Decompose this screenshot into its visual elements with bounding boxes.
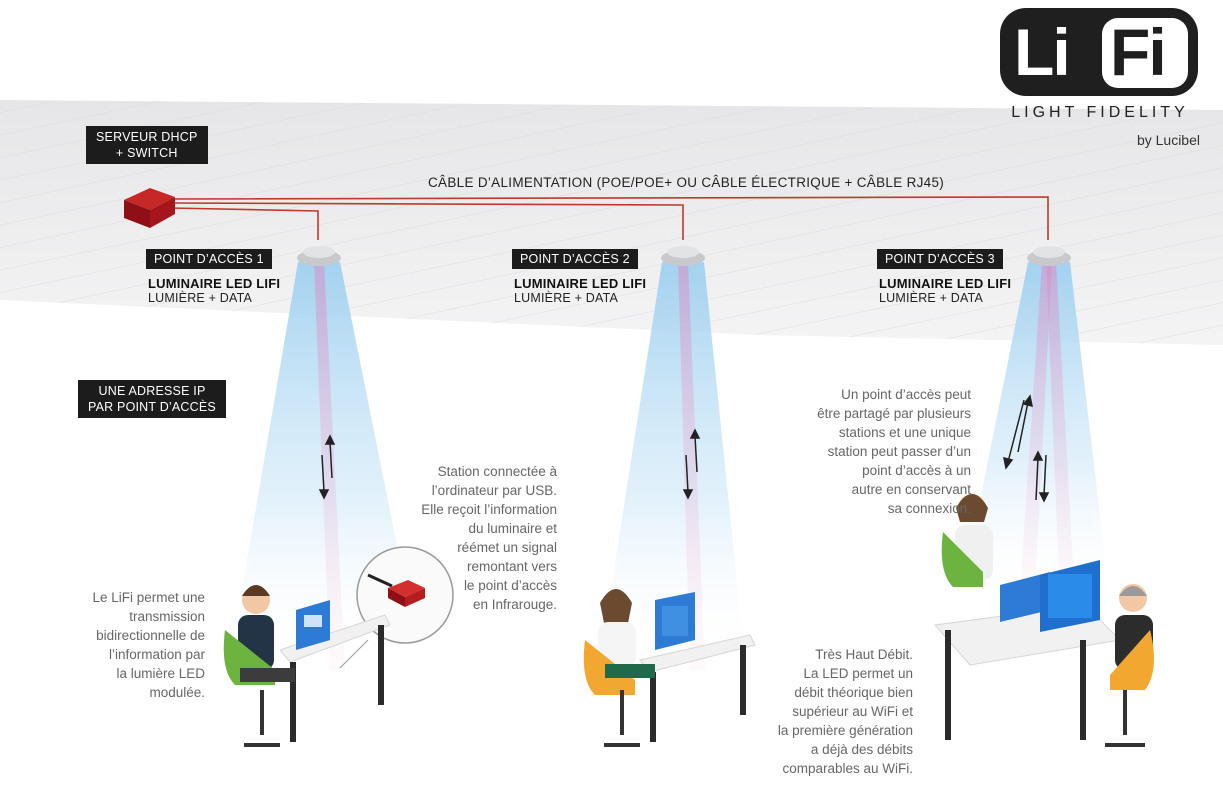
logo-fi-text: Fi [1110, 15, 1167, 89]
monitor-3a [1000, 572, 1050, 622]
note-line: a déjà des débits [810, 742, 913, 757]
note-line: Station connectée à [437, 464, 557, 479]
access-point-3-title: LUMINAIRE LED LIFI [879, 276, 1012, 291]
lifi-logo: Li Fi LIGHT FIDELITY by Lucibel [998, 8, 1208, 158]
note-shared-access-point: Un point d’accès peut être partagé par p… [817, 385, 971, 518]
note-line: être partagé par plusieurs [817, 406, 971, 421]
note-line: autre en conservant [851, 482, 971, 497]
note-line: remontant vers [466, 559, 557, 574]
note-line: station peut passer d’un [827, 444, 971, 459]
data-arrows [318, 394, 1050, 503]
logo-tagline: LIGHT FIDELITY [1011, 104, 1189, 121]
note-line: la lumière LED [116, 666, 205, 681]
note-line: débit théorique bien [794, 685, 913, 700]
cables [169, 196, 1049, 240]
note-high-speed: Très Haut Débit. La LED permet un débit … [778, 645, 913, 778]
luminaire-3-icon [1027, 246, 1071, 266]
server-switch-icon [124, 188, 175, 228]
note-line: l’ordinateur par USB. [431, 483, 557, 498]
light-beam-3 [960, 262, 1110, 600]
workstation-1 [223, 585, 391, 747]
access-point-2-label: POINT D’ACCÈS 2 [512, 249, 638, 269]
workstation-2 [583, 589, 756, 747]
note-line: supérieur au WiFi et [792, 704, 913, 719]
access-point-2-subtitle: LUMIÈRE + DATA [514, 291, 619, 305]
access-point-1-subtitle: LUMIÈRE + DATA [148, 291, 253, 305]
note-line: Elle reçoit l’information [421, 502, 557, 517]
note-line: Le LiFi permet une [92, 590, 205, 605]
server-label-line2: + SWITCH [115, 146, 178, 160]
logo-li-text: Li [1014, 15, 1071, 89]
cable-label: CÂBLE D’ALIMENTATION (POE/POE+ OU CÂBLE … [428, 175, 945, 190]
note-line: modulée. [149, 685, 205, 700]
workstation-3 [934, 494, 1154, 747]
note-line: bidirectionnelle de [96, 628, 205, 643]
note-line: le point d’accès [463, 578, 557, 593]
note-line: sa connexion. [887, 501, 971, 516]
note-line: Un point d’accès peut [841, 387, 971, 402]
server-label-line1: SERVEUR DHCP [96, 130, 198, 144]
luminaire-1-icon [297, 246, 341, 266]
access-point-1-title: LUMINAIRE LED LIFI [148, 276, 281, 291]
note-line: réémet un signal [457, 540, 557, 555]
note-line: en Infrarouge. [472, 597, 557, 612]
server-label: SERVEUR DHCP + SWITCH [86, 126, 208, 164]
luminaire-2-icon [661, 246, 705, 266]
note-line: La LED permet un [803, 666, 913, 681]
access-point-1-label: POINT D’ACCÈS 1 [146, 249, 272, 269]
note-station-usb: Station connectée à l’ordinateur par USB… [421, 462, 557, 614]
note-line: stations et une unique [838, 425, 971, 440]
access-point-3-label: POINT D’ACCÈS 3 [877, 249, 1003, 269]
note-line: Très Haut Débit. [815, 647, 913, 662]
ip-box-line2: PAR POINT D’ACCÈS [88, 400, 216, 414]
note-line: transmission [129, 609, 205, 624]
access-point-3-subtitle: LUMIÈRE + DATA [879, 291, 984, 305]
access-point-2-title: LUMINAIRE LED LIFI [514, 276, 647, 291]
ip-address-box: UNE ADRESSE IP PAR POINT D’ACCÈS [78, 380, 226, 418]
ip-box-line1: UNE ADRESSE IP [98, 384, 206, 398]
light-beam-2 [600, 262, 745, 670]
logo-by-lucibel: by Lucibel [1136, 132, 1200, 148]
note-lifi-bidirectional: Le LiFi permet une transmission bidirect… [92, 588, 205, 702]
note-line: comparables au WiFi. [782, 761, 913, 776]
note-line: point d’accès à un [862, 463, 971, 478]
note-line: la première génération [777, 723, 913, 738]
note-line: du luminaire et [468, 521, 557, 536]
note-line: l’information par [108, 647, 205, 662]
